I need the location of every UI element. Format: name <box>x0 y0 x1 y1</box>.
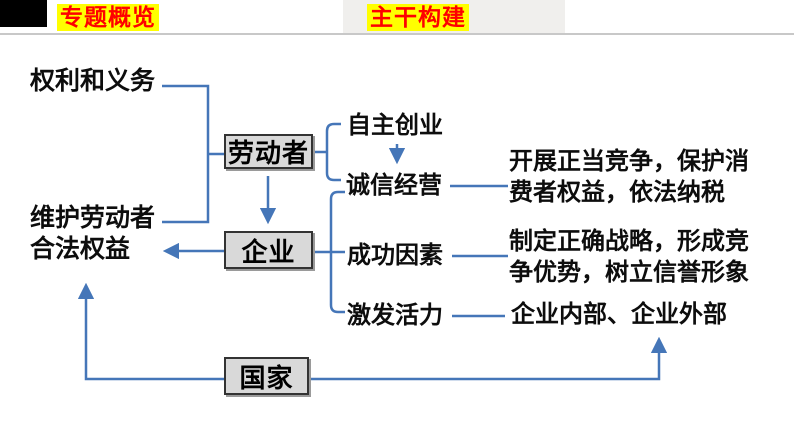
bracket-left <box>162 84 224 224</box>
arrow-state-to-protect <box>77 282 224 381</box>
node-rights-obligations: 权利和义务 <box>30 67 156 95</box>
node-honest-operation: 诚信经营 <box>346 172 442 199</box>
node-self-employment: 自主创业 <box>347 112 443 139</box>
node-honest-detail: 开展正当竞争，保护消费者权益，依法纳税 <box>509 148 749 206</box>
arrow-state-to-vitality-detail <box>309 336 668 381</box>
bracket-worker-right <box>313 122 341 182</box>
node-protect-workers-rights: 维护劳动者合法权益 <box>30 204 156 263</box>
box-state: 国家 <box>224 357 309 395</box>
header-black-bar <box>0 0 47 27</box>
box-worker: 劳动者 <box>224 134 313 169</box>
tab-topic-overview[interactable]: 专题概览 <box>57 4 159 31</box>
node-stimulate-vitality: 激发活力 <box>347 302 443 329</box>
header-divider <box>0 33 794 35</box>
bracket-enterprise-right <box>313 190 345 314</box>
box-enterprise: 企业 <box>224 231 313 269</box>
node-success-factors: 成功因素 <box>347 242 443 269</box>
tab-main-structure[interactable]: 主干构建 <box>367 4 469 31</box>
node-vitality-detail: 企业内部、企业外部 <box>511 301 727 328</box>
node-success-detail: 制定正确战略，形成竞争优势，树立信誉形象 <box>509 228 749 286</box>
